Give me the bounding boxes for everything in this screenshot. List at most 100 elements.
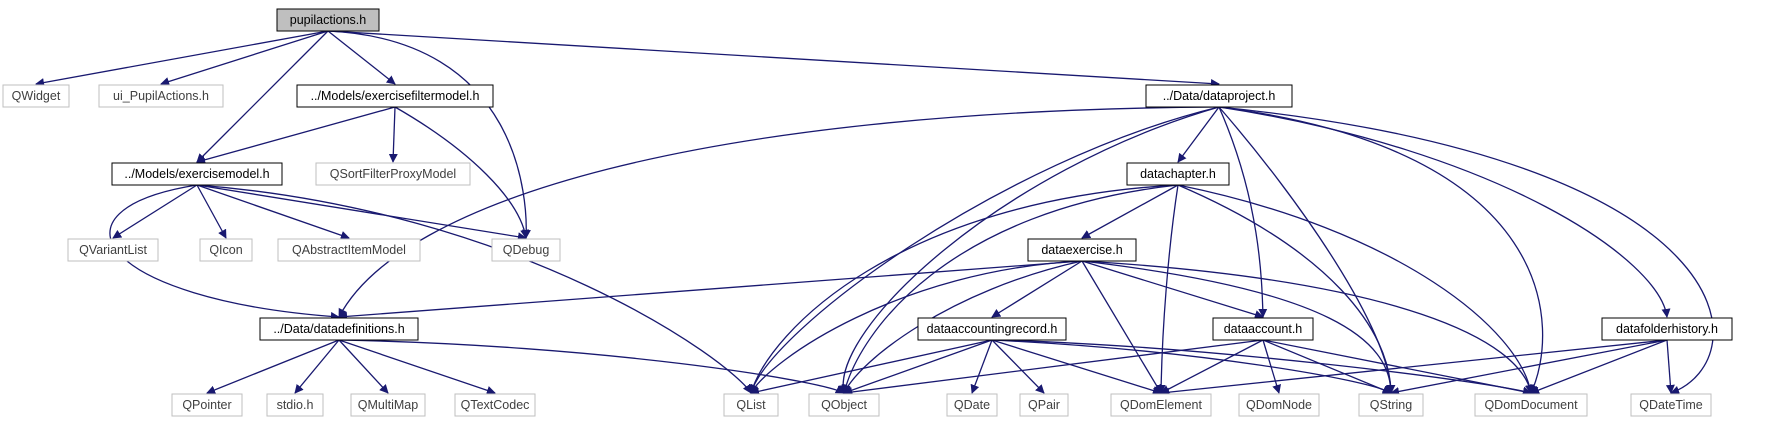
node--data-dataproject-h[interactable]: ../Data/dataproject.h [1145, 84, 1293, 108]
edge-dataaccount-to-qdomdocument [1262, 339, 1532, 396]
node-box [808, 393, 880, 417]
edge-dataproject-to-datachapter [1177, 106, 1220, 163]
edge-datadefs-to-qtextcodec [338, 339, 496, 395]
node-qdomdocument: QDomDocument [1474, 393, 1588, 417]
node--data-datadefinitions-h[interactable]: ../Data/datadefinitions.h [259, 317, 419, 341]
node-box [67, 238, 159, 262]
node-box [946, 393, 998, 417]
edge-line [843, 339, 1264, 397]
node-box [98, 84, 224, 108]
edge-line [338, 339, 389, 394]
edge-exfiltermodel-to-qdebug [394, 106, 530, 239]
node-qdomelement: QDomElement [1110, 393, 1212, 417]
edge-line [112, 184, 198, 239]
node--models-exercisefiltermodel-h[interactable]: ../Models/exercisefiltermodel.h [296, 84, 494, 108]
node-qdomnode: QDomNode [1238, 393, 1320, 417]
edge-line [991, 339, 1045, 394]
node-label: QObject [821, 398, 867, 412]
edge-line [1262, 339, 1532, 396]
edge-line [970, 339, 993, 394]
node-box [350, 393, 426, 417]
edge-line [1262, 339, 1281, 394]
node-dataaccount-h[interactable]: dataaccount.h [1212, 317, 1314, 341]
edge-dataexercise-to-qlist [750, 260, 1083, 394]
node-label: datafolderhistory.h [1616, 322, 1718, 336]
edge-line [1081, 260, 1264, 319]
node-label: dataaccount.h [1224, 322, 1303, 336]
edge-line [837, 106, 1220, 394]
edge-line [196, 184, 227, 239]
node-box [111, 162, 283, 186]
node-datachapter-h[interactable]: datachapter.h [1126, 162, 1230, 186]
node-label: QMultiMap [358, 398, 418, 412]
edge-line [1262, 339, 1392, 395]
edge-dataexercise-to-qdomelement [1081, 260, 1162, 394]
edge-line [1081, 260, 1396, 394]
edge-line [841, 184, 1179, 394]
edge-datadefs-to-qpointer [206, 339, 340, 395]
node-qpair: QPair [1019, 393, 1069, 417]
node-label: pupilactions.h [290, 13, 366, 27]
node-pupilactions-h[interactable]: pupilactions.h [276, 8, 380, 32]
edge-line [991, 339, 1532, 396]
node-datafolderhistory-h[interactable]: datafolderhistory.h [1601, 317, 1733, 341]
edge-line [843, 339, 993, 395]
edge-line [749, 184, 1179, 394]
node-qobject: QObject [808, 393, 880, 417]
node-label: QDomNode [1246, 398, 1312, 412]
edge-line [1177, 184, 1535, 394]
edge-dataproject-to-datafolderhist [1218, 106, 1671, 318]
edge-dataproject-to-qlist [749, 106, 1220, 394]
node-dataaccountingrecord-h[interactable]: dataaccountingrecord.h [917, 317, 1067, 341]
edge-line [991, 260, 1083, 318]
node-label: QAbstractItemModel [292, 243, 406, 257]
node-box [266, 393, 324, 417]
edge-exmodel-to-qicon [196, 184, 227, 239]
edge-dataexercise-to-dataaccount [1081, 260, 1264, 319]
edge-line [1530, 339, 1668, 395]
edge-pupilactions-to-exfiltermodel [327, 30, 396, 85]
edge-datachapter-to-dataexercise [1081, 184, 1179, 239]
edge-dataaccrecord-to-qdate [970, 339, 993, 394]
node-label: QDebug [503, 243, 550, 257]
node-label: QString [1370, 398, 1412, 412]
node-box [171, 393, 243, 417]
edge-dataaccrecord-to-qdomelement [991, 339, 1162, 395]
node-qsortfilterproxymodel: QSortFilterProxyModel [315, 162, 471, 186]
node-dataexercise-h[interactable]: dataexercise.h [1027, 238, 1137, 262]
node-box [2, 84, 70, 108]
edge-exmodel-to-qvariantlist [112, 184, 198, 239]
node-box [723, 393, 779, 417]
edge-datachapter-to-qdomelement [1156, 184, 1179, 394]
edge-datachapter-to-qobject [841, 184, 1179, 394]
edge-line [1160, 339, 1264, 394]
node-label: dataaccountingrecord.h [927, 322, 1058, 336]
edge-datachapter-to-qlist [749, 184, 1179, 394]
edges-layer [35, 30, 1714, 397]
node--models-exercisemodel-h[interactable]: ../Models/exercisemodel.h [111, 162, 283, 186]
edge-line [1081, 184, 1179, 239]
edge-dataaccount-to-qobject [843, 339, 1264, 397]
node-stdio-h: stdio.h [266, 393, 324, 417]
node-label: ui_PupilActions.h [113, 89, 209, 103]
edge-line [206, 339, 340, 395]
node-label: QDateTime [1639, 398, 1702, 412]
node-label: ../Data/datadefinitions.h [273, 322, 404, 336]
node-qdebug: QDebug [491, 238, 561, 262]
node-label: ../Models/exercisemodel.h [124, 167, 269, 181]
edge-dataaccount-to-qdomnode [1262, 339, 1281, 394]
node-label: QPair [1028, 398, 1060, 412]
edge-line [35, 30, 329, 87]
edge-dataproject-to-dataaccount [1218, 106, 1268, 318]
edge-dataexercise-to-datadefs [338, 260, 1083, 321]
node-box [491, 238, 561, 262]
node-ui-pupilactions-h: ui_PupilActions.h [98, 84, 224, 108]
edge-line [327, 30, 396, 85]
edge-dataaccrecord-to-qpair [991, 339, 1045, 394]
node-qvariantlist: QVariantList [67, 238, 159, 262]
edge-line [1177, 184, 1396, 394]
edge-exfiltermodel-to-qsortfilter [388, 106, 398, 163]
edge-dataproject-to-qdatetime [1218, 106, 1714, 395]
node-label: QVariantList [79, 243, 147, 257]
